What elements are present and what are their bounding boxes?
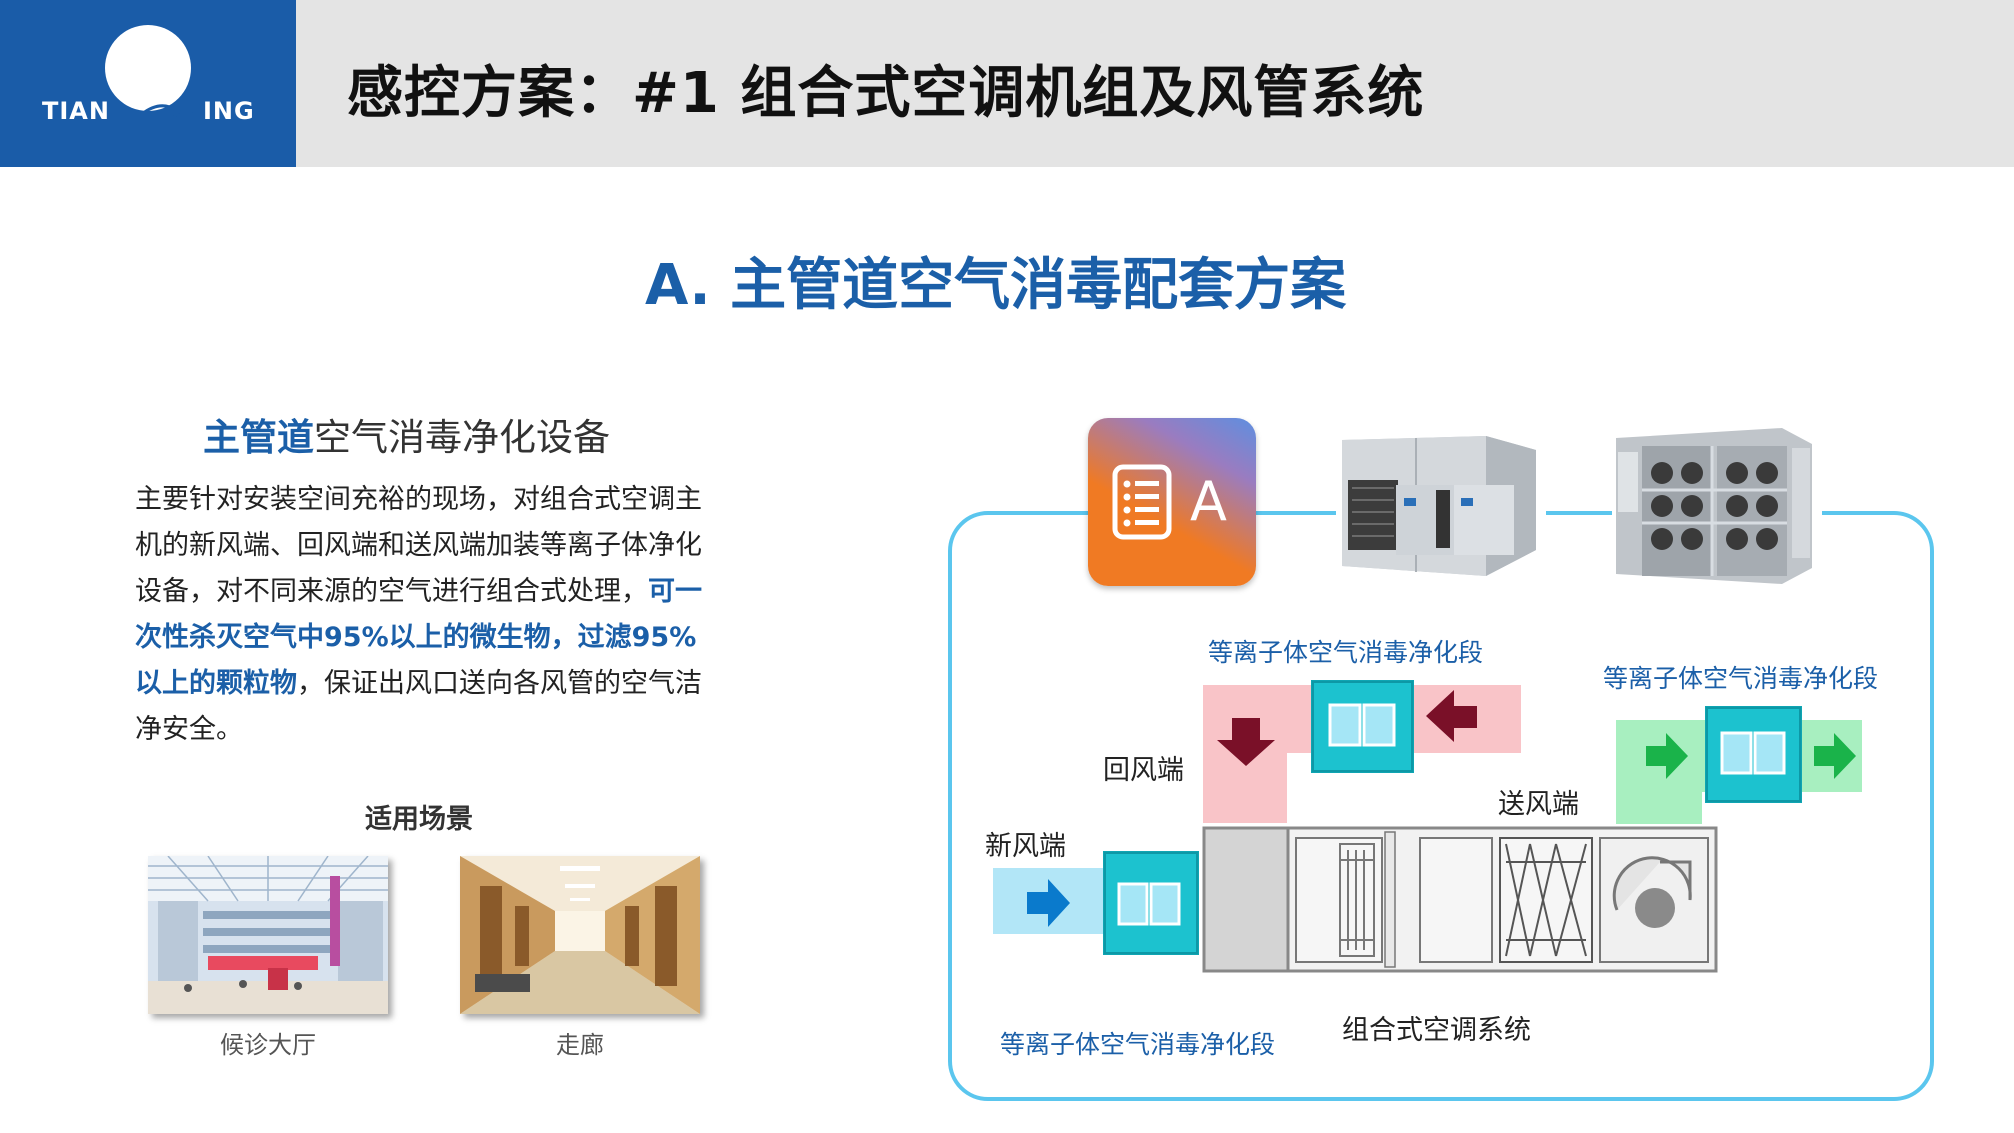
page-title: 感控方案：#1 组合式空调机组及风管系统 xyxy=(347,61,1425,126)
purifier-unit-right xyxy=(1705,706,1802,803)
supply-right-arrow-icon-1 xyxy=(1646,733,1688,779)
waiting-hall-caption: 候诊大厅 xyxy=(220,1031,316,1059)
label-purifier-right: 等离子体空气消毒净化段 xyxy=(1603,664,1879,693)
desc-part2: ，保证出风口送向各风管的空气洁净安全。 xyxy=(135,668,702,745)
device-title: 主管道空气消毒净化设备 xyxy=(203,407,610,461)
purifier-unit-photo xyxy=(1336,430,1546,580)
label-purifier-top: 等离子体空气消毒净化段 xyxy=(1208,638,1484,667)
header-bar xyxy=(0,0,2014,167)
diagram-panel xyxy=(948,511,1934,1101)
label-fresh-end: 新风端 xyxy=(985,831,1066,862)
scenes-title: 适用场景 xyxy=(365,804,473,835)
purifier-unit-top xyxy=(1311,680,1414,773)
waiting-hall-image xyxy=(148,856,388,1014)
device-description: 主要针对安装空间充裕的现场，对组合式空调主机的新风端、回风端和送风端加装等离子体… xyxy=(135,477,715,753)
air-handling-unit xyxy=(1202,826,1718,973)
logo-circle xyxy=(105,25,191,111)
corridor-caption: 走廊 xyxy=(556,1031,604,1059)
purifier-internal-photo xyxy=(1612,418,1822,588)
label-ahu-system: 组合式空调系统 xyxy=(1342,1015,1531,1046)
corridor-image xyxy=(460,856,700,1014)
device-title-highlight: 主管道 xyxy=(203,416,314,459)
desc-part1: 主要针对安装空间充裕的现场，对组合式空调主机的新风端、回风端和送风端加装等离子体… xyxy=(135,484,702,607)
desc-highlight: 可一次性杀灭空气中95%以上的微生物，过滤95%以上的颗粒物 xyxy=(135,576,702,699)
logo-swoosh-icon xyxy=(141,102,204,120)
purifier-unit-bottom xyxy=(1103,851,1199,955)
label-return-end: 回风端 xyxy=(1103,755,1184,786)
label-supply-end: 送风端 xyxy=(1498,789,1579,820)
device-title-rest: 空气消毒净化设备 xyxy=(314,416,610,459)
supply-right-arrow-icon-2 xyxy=(1814,733,1856,779)
return-down-arrow-icon xyxy=(1217,718,1275,766)
logo-text-left: TIAN xyxy=(42,97,110,125)
fresh-right-arrow-icon xyxy=(1027,879,1070,927)
app-icon-letter: A xyxy=(1190,470,1227,533)
document-list-icon xyxy=(1112,464,1172,540)
return-left-arrow-icon xyxy=(1426,690,1477,742)
logo-text-right: ING xyxy=(203,97,255,125)
section-title: A. 主管道空气消毒配套方案 xyxy=(645,253,1347,318)
label-purifier-bottom: 等离子体空气消毒净化段 xyxy=(1000,1030,1276,1059)
